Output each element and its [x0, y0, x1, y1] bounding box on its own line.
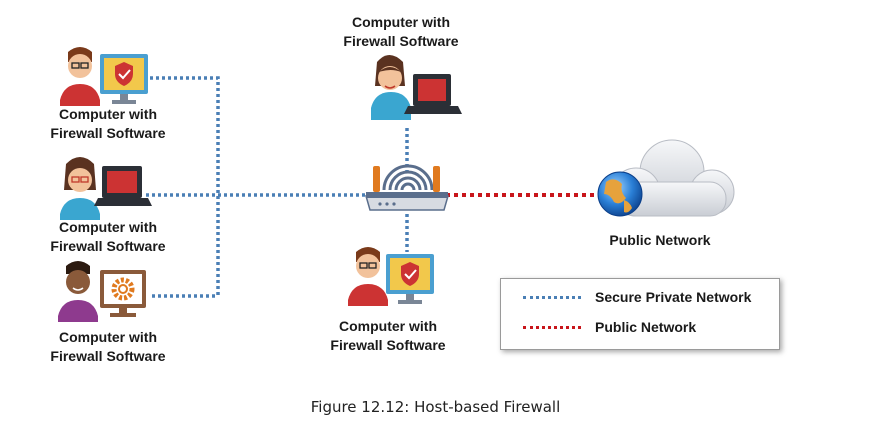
legend-item-public: Public Network	[501, 317, 696, 337]
laptop-icon	[94, 166, 152, 206]
computer-top	[371, 55, 462, 120]
label-line-1: Computer with	[339, 318, 437, 334]
monitor-shield-icon	[100, 54, 148, 104]
monitor-shield-icon	[386, 254, 434, 304]
person-male-icon	[60, 47, 100, 106]
public-network-cloud	[597, 139, 735, 217]
computer-left-3	[58, 261, 146, 322]
label-line-1: Computer with	[59, 329, 157, 345]
legend-swatch-public	[523, 325, 581, 329]
laptop-icon	[404, 74, 462, 114]
label-text: Public Network	[609, 232, 711, 248]
monitor-gear-icon	[100, 270, 146, 317]
computer-left-2	[60, 157, 152, 220]
label-line-2: Firewall Software	[50, 125, 166, 141]
person-female-icon	[60, 157, 100, 220]
label-line-1: Computer with	[59, 106, 157, 122]
person-male-icon	[348, 247, 388, 306]
computer-left-3-label: Computer with Firewall Software	[28, 328, 188, 366]
legend-swatch-private	[523, 295, 581, 299]
person-male-icon	[58, 261, 98, 322]
legend-label-public: Public Network	[595, 319, 697, 335]
person-female-icon	[371, 55, 411, 120]
legend-item-private: Secure Private Network	[501, 287, 751, 307]
public-network-label: Public Network	[585, 231, 735, 250]
computer-left-2-label: Computer with Firewall Software	[28, 218, 188, 256]
label-line-1: Computer with	[352, 14, 450, 30]
label-line-2: Firewall Software	[343, 33, 459, 49]
label-line-1: Computer with	[59, 219, 157, 235]
figure-caption: Figure 12.12: Host-based Firewall	[310, 398, 561, 416]
legend: Secure Private Network Public Network	[500, 278, 780, 350]
legend-label-private: Secure Private Network	[595, 289, 752, 305]
computer-bottom	[348, 247, 434, 306]
label-line-2: Firewall Software	[50, 238, 166, 254]
globe-icon	[597, 171, 643, 217]
computer-top-label: Computer with Firewall Software	[321, 13, 481, 51]
router-icon	[365, 164, 449, 211]
computer-bottom-label: Computer with Firewall Software	[308, 317, 468, 355]
label-line-2: Firewall Software	[330, 337, 446, 353]
computer-left-1	[60, 47, 148, 106]
computer-left-1-label: Computer with Firewall Software	[28, 105, 188, 143]
link-left-1	[150, 76, 220, 296]
label-line-2: Firewall Software	[50, 348, 166, 364]
